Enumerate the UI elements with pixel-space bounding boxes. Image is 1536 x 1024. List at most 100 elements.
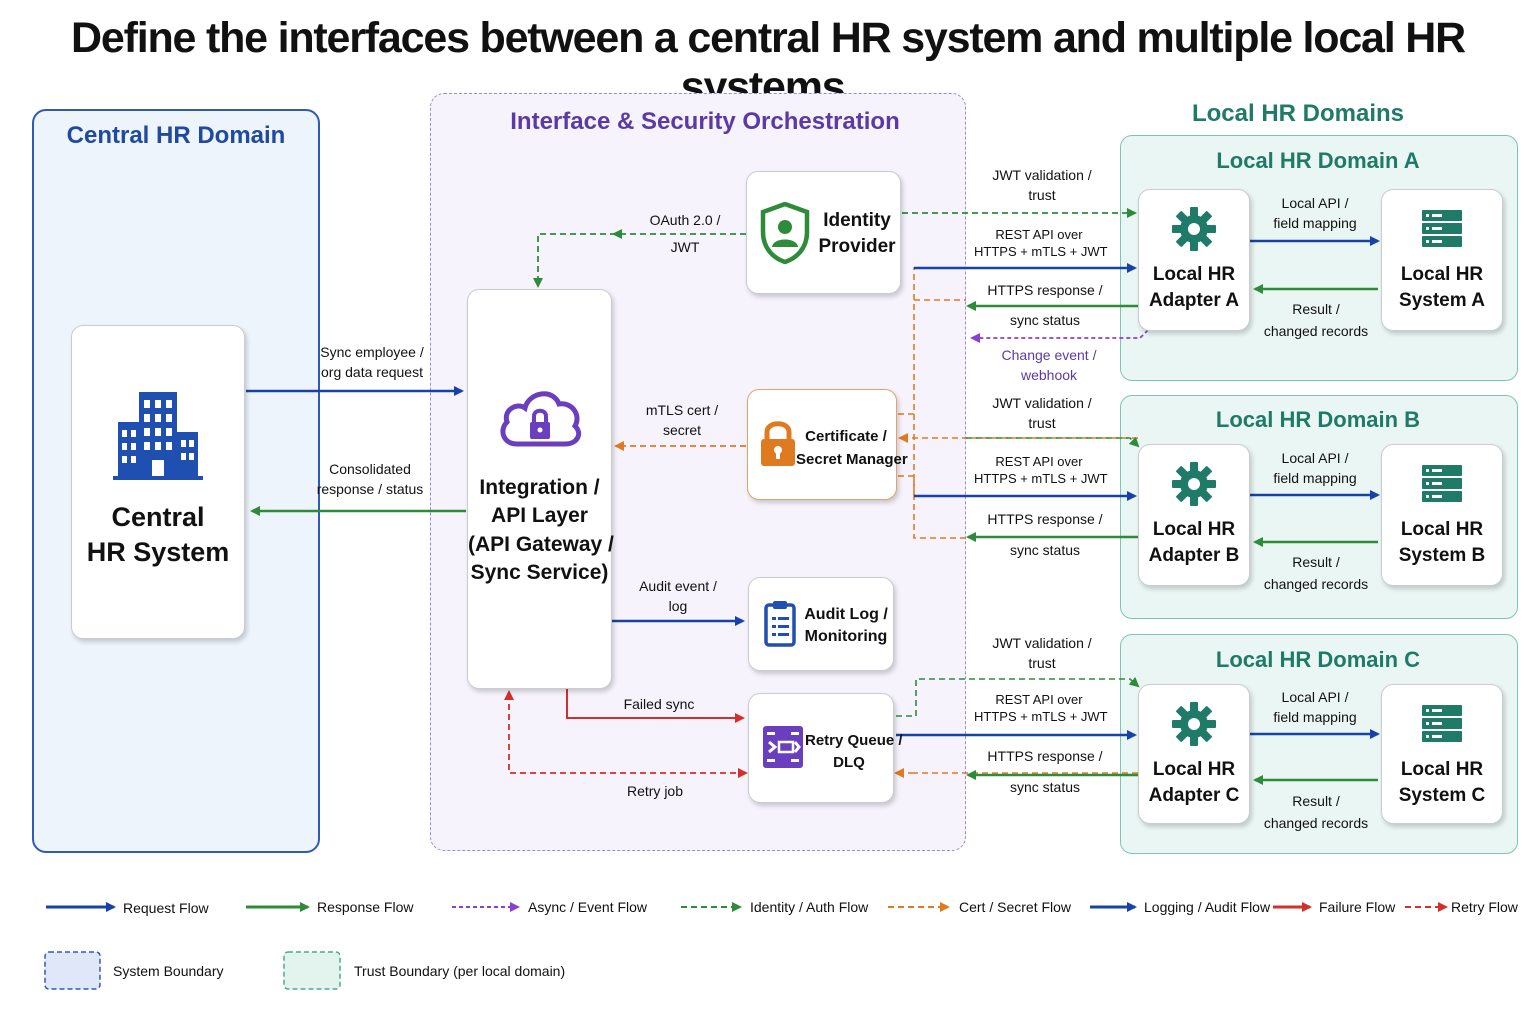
- result-c-line2: changed records: [1263, 815, 1369, 832]
- legend-async-label: Async / Event Flow: [528, 899, 648, 915]
- audit-log-line1: Audit Log /: [804, 606, 888, 623]
- jwt-validation-c-line2: trust: [1028, 655, 1056, 672]
- change-event-arrow: [970, 329, 1149, 343]
- cert-manager-line1: Certificate /: [805, 428, 887, 445]
- local-domain-b-title: Local HR Domain B: [1215, 407, 1421, 432]
- rest-api-b-line2: HTTPS + mTLS + JWT: [974, 470, 1108, 486]
- result-c-label: Result / changed records: [1254, 790, 1378, 835]
- legend-logging-label: Logging / Audit Flow: [1144, 899, 1271, 915]
- cert-tree-line-b2: [898, 475, 966, 497]
- local-api-b-line1: Local API /: [1281, 450, 1349, 466]
- adapter-b-line2: Adapter B: [1148, 544, 1240, 566]
- integration-line1: Integration /: [479, 476, 600, 499]
- jwt-validation-c-arrow: [896, 676, 1140, 717]
- legend-failure-label: Failure Flow: [1319, 899, 1396, 915]
- system-a-line2: System A: [1399, 289, 1485, 311]
- rest-api-a-label: REST API over HTTPS + mTLS + JWT: [974, 227, 1108, 261]
- certificate-secret-manager-box[interactable]: Certificate / Secret Manager: [747, 389, 908, 500]
- system-c-line2: System C: [1398, 784, 1486, 806]
- mtls-cert-label: mTLS cert / secret: [636, 400, 728, 441]
- server-icon: [1422, 705, 1462, 742]
- jwt-validation-b-arrow: [966, 436, 1140, 448]
- jwt-validation-c-line1: JWT validation /: [992, 635, 1092, 651]
- local-domain-c-title: Local HR Domain C: [1215, 647, 1421, 672]
- server-icon: [1422, 210, 1462, 247]
- local-hr-adapter-b-box[interactable]: Local HR Adapter B: [1138, 444, 1250, 586]
- cert-tree-line: [898, 267, 966, 415]
- oauth-label-line2: JWT: [670, 238, 700, 255]
- change-event-line1: Change event /: [1001, 347, 1097, 363]
- rest-api-a-line1: REST API over: [995, 227, 1083, 242]
- queue-icon: [763, 726, 803, 768]
- change-event-line2: webhook: [1020, 367, 1078, 384]
- jwt-validation-a-line2: trust: [1028, 187, 1056, 204]
- central-hr-system-box[interactable]: Central HR System: [71, 325, 245, 639]
- identity-provider-box[interactable]: Identity Provider: [746, 171, 901, 294]
- system-b-line2: System B: [1398, 544, 1486, 566]
- legend-system-boundary-swatch: [44, 951, 101, 990]
- local-hr-system-c-box[interactable]: Local HR System C: [1381, 684, 1503, 824]
- local-api-a-line2: field mapping: [1273, 215, 1357, 232]
- clipboard-icon: [764, 601, 796, 647]
- local-api-a-label: Local API / field mapping: [1258, 193, 1372, 234]
- jwt-validation-a-line1: JWT validation /: [992, 167, 1092, 183]
- identity-provider-line1: Identity: [823, 210, 891, 231]
- legend-trust-boundary-swatch: [283, 951, 341, 990]
- result-c-line1: Result /: [1292, 793, 1340, 809]
- legend-retry-label: Retry Flow: [1451, 899, 1518, 915]
- consolidated-label-line2: response / status: [316, 481, 424, 498]
- audit-log-monitoring-box[interactable]: Audit Log / Monitoring: [748, 577, 894, 671]
- retry-queue-line1: Retry Queue /: [805, 732, 903, 749]
- sync-request-label: Sync employee / org data request: [306, 342, 438, 383]
- result-a-label: Result / changed records: [1254, 298, 1378, 343]
- oauth-label: OAuth 2.0 / JWT: [640, 207, 730, 260]
- change-event-label: Change event / webhook: [990, 345, 1108, 386]
- audit-event-label: Audit event / log: [628, 576, 728, 617]
- jwt-validation-a-label: JWT validation / trust: [980, 165, 1104, 206]
- gear-icon: [1172, 462, 1216, 506]
- local-api-a-line1: Local API /: [1281, 195, 1349, 211]
- adapter-a-line1: Local HR: [1152, 264, 1236, 285]
- gear-icon: [1172, 207, 1216, 251]
- rest-api-b-label: REST API over HTTPS + mTLS + JWT: [974, 454, 1108, 488]
- shield-user-icon: [760, 202, 810, 264]
- rest-api-c-line2: HTTPS + mTLS + JWT: [974, 708, 1108, 724]
- audit-event-label-line2: log: [668, 598, 688, 615]
- failed-sync-label: Failed sync: [623, 696, 695, 712]
- local-hr-adapter-c-box[interactable]: Local HR Adapter C: [1138, 684, 1250, 824]
- jwt-validation-c-label: JWT validation / trust: [980, 633, 1104, 674]
- rest-api-c-line1: REST API over: [995, 692, 1083, 707]
- sync-status-c-label: sync status: [1009, 779, 1081, 795]
- local-hr-system-b-box[interactable]: Local HR System B: [1381, 444, 1503, 586]
- result-a-line2: changed records: [1263, 323, 1369, 340]
- cert-tree-line-b: [913, 414, 966, 539]
- local-api-c-line1: Local API /: [1281, 689, 1349, 705]
- sync-request-label-line2: org data request: [321, 364, 423, 381]
- local-domain-a-title: Local HR Domain A: [1216, 148, 1420, 173]
- system-b-line1: Local HR: [1400, 519, 1484, 540]
- adapter-b-line1: Local HR: [1152, 519, 1236, 540]
- integration-line3: (API Gateway /: [468, 532, 614, 556]
- retry-queue-dlq-box[interactable]: Retry Queue / DLQ: [748, 693, 903, 803]
- legend-response-label: Response Flow: [317, 899, 414, 915]
- legend-system-boundary-label: System Boundary: [113, 963, 224, 979]
- adapter-a-line2: Adapter A: [1148, 289, 1240, 311]
- local-hr-system-a-box[interactable]: Local HR System A: [1381, 189, 1503, 331]
- integration-api-layer-box[interactable]: Integration / API Layer (API Gateway / S…: [467, 289, 614, 689]
- sync-status-a-label: sync status: [1009, 312, 1081, 328]
- https-response-a-label: HTTPS response /: [987, 282, 1103, 298]
- office-building-icon: [113, 392, 203, 480]
- mtls-cert-label-line2: secret: [662, 422, 702, 439]
- local-api-c-label: Local API / field mapping: [1258, 687, 1372, 728]
- consolidated-label-line1: Consolidated: [329, 461, 411, 477]
- system-c-line1: Local HR: [1400, 759, 1484, 780]
- identity-provider-line2: Provider: [818, 235, 896, 257]
- rest-api-c-label: REST API over HTTPS + mTLS + JWT: [974, 692, 1108, 726]
- local-hr-adapter-a-box[interactable]: Local HR Adapter A: [1138, 189, 1250, 331]
- server-icon: [1422, 465, 1462, 502]
- result-b-line1: Result /: [1292, 554, 1340, 570]
- central-zone-title: Central HR Domain: [66, 122, 286, 149]
- result-b-line2: changed records: [1263, 576, 1369, 593]
- oauth-label-line1: OAuth 2.0 /: [649, 212, 721, 228]
